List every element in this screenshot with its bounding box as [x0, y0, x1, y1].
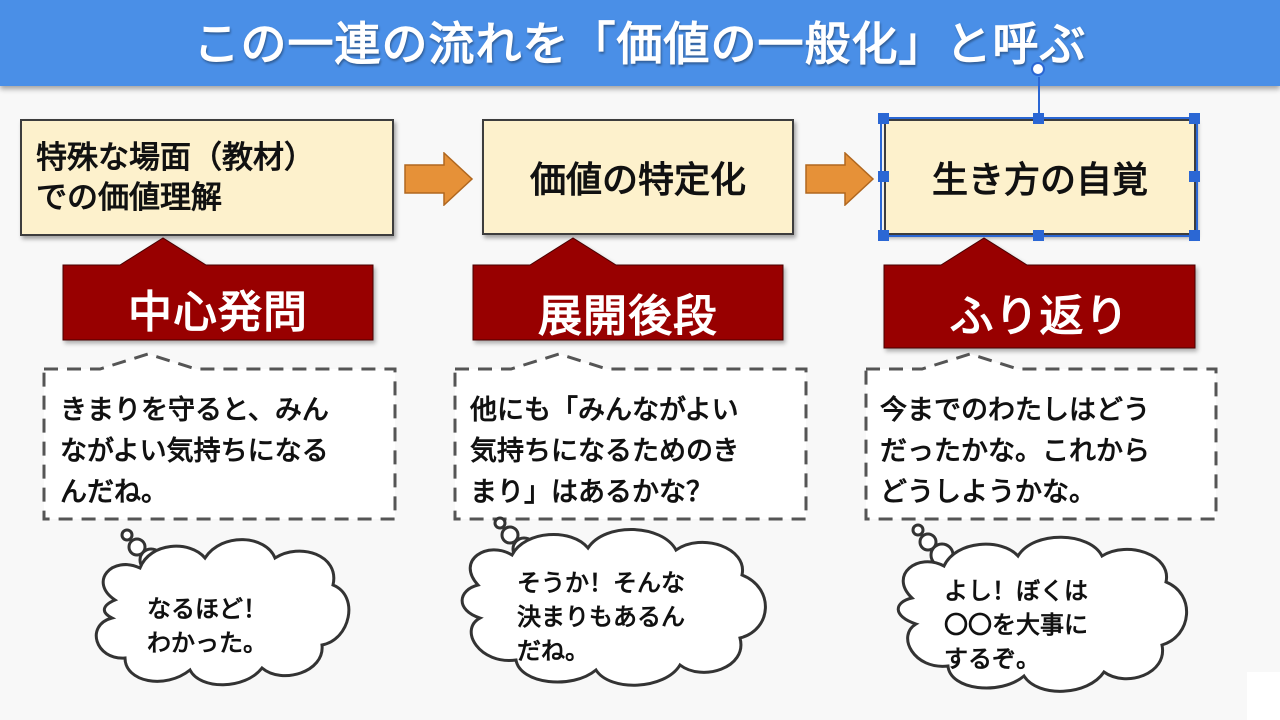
- resize-handle-top-right[interactable]: [1189, 113, 1200, 124]
- label-reflection: ふり返り: [949, 291, 1130, 342]
- resize-handle-left[interactable]: [878, 171, 889, 182]
- callout-shape-3[interactable]: [864, 352, 1218, 521]
- slide-title[interactable]: この一連の流れを「価値の一般化」と呼ぶ: [193, 17, 1087, 71]
- label-shape-late-development[interactable]: [472, 237, 784, 341]
- label-shape-reflection[interactable]: [883, 237, 1196, 349]
- callout-1-line-1: きまりを守ると、みん: [60, 395, 329, 426]
- resize-handle-bottom-left[interactable]: [878, 230, 889, 241]
- resize-handle-right[interactable]: [1189, 171, 1200, 182]
- thought-cloud-2[interactable]: [460, 516, 767, 687]
- callout-2-line-2: 気持ちになるためのき: [470, 436, 740, 467]
- cloud-2-line-1: そうか！そんな: [517, 569, 685, 597]
- label-central-question: 中心発問: [128, 287, 308, 338]
- callout-shape-2[interactable]: [453, 352, 808, 521]
- rotation-handle-stem: [1038, 77, 1040, 117]
- cloud-text-2: そうか！そんな 決まりもあるん だね。: [517, 566, 685, 668]
- callout-3-line-3: どうしようかな。: [880, 477, 1096, 508]
- cloud-3-line-1: よし！ぼくは: [944, 577, 1088, 605]
- cloud-3-line-3: するぞ。: [944, 645, 1040, 673]
- cloud-text-3: よし！ぼくは 〇〇を大事に するぞ。: [944, 574, 1088, 676]
- stage-3-text: 生き方の自覚: [931, 160, 1148, 201]
- stage-box-life-awareness[interactable]: 生き方の自覚: [884, 119, 1196, 235]
- callout-1-line-2: ながよい気持ちになる: [60, 436, 329, 467]
- title-banner: この一連の流れを「価値の一般化」と呼ぶ: [0, 0, 1280, 86]
- rotation-handle[interactable]: [1031, 62, 1045, 76]
- callout-2-line-1: 他にも「みんながよい: [470, 395, 739, 426]
- callout-shape-1[interactable]: [42, 352, 397, 521]
- cloud-text-1: なるほど！ わかった。: [147, 592, 267, 660]
- cloud-1-line-2: わかった。: [147, 629, 267, 657]
- resize-handle-top[interactable]: [1033, 113, 1044, 124]
- callout-text-1: きまりを守ると、みん ながよい気持ちになる んだね。: [60, 390, 329, 513]
- callout-text-3: 今までのわたしはどう だったかな。これから どうしようかな。: [880, 390, 1150, 513]
- stage-box-value-specification[interactable]: 価値の特定化: [482, 119, 794, 235]
- label-late-development: 展開後段: [538, 291, 718, 342]
- right-arrow-icon: [805, 152, 875, 206]
- callout-1-line-3: んだね。: [60, 477, 168, 508]
- stage-1-line-1: 特殊な場面（教材）: [36, 139, 315, 176]
- callout-3-line-1: 今までのわたしはどう: [880, 395, 1150, 426]
- right-arrow-icon: [404, 152, 474, 206]
- cloud-3-line-2: 〇〇を大事に: [944, 611, 1088, 639]
- cloud-1-line-1: なるほど！: [147, 595, 267, 623]
- callout-text-2: 他にも「みんながよい 気持ちになるためのき まり」はあるかな？: [470, 390, 739, 513]
- resize-handle-bottom-right[interactable]: [1189, 230, 1200, 241]
- resize-handle-bottom[interactable]: [1033, 230, 1044, 241]
- label-shape-central-question[interactable]: [62, 237, 374, 341]
- thought-cloud-1[interactable]: [94, 528, 351, 687]
- callout-3-line-2: だったかな。これから: [880, 436, 1150, 467]
- resize-handle-top-left[interactable]: [878, 113, 889, 124]
- cloud-2-line-2: 決まりもあるん: [517, 603, 685, 631]
- thought-cloud-3[interactable]: [896, 523, 1189, 693]
- stage-2-text: 価値の特定化: [529, 160, 746, 201]
- corner-placeholder: [1247, 672, 1280, 720]
- callout-2-line-3: まり」はあるかな？: [470, 477, 713, 508]
- stage-1-line-2: での価値理解: [36, 179, 222, 216]
- cloud-2-line-3: だね。: [517, 637, 589, 665]
- stage-box-special-scene[interactable]: 特殊な場面（教材） での価値理解: [20, 119, 394, 236]
